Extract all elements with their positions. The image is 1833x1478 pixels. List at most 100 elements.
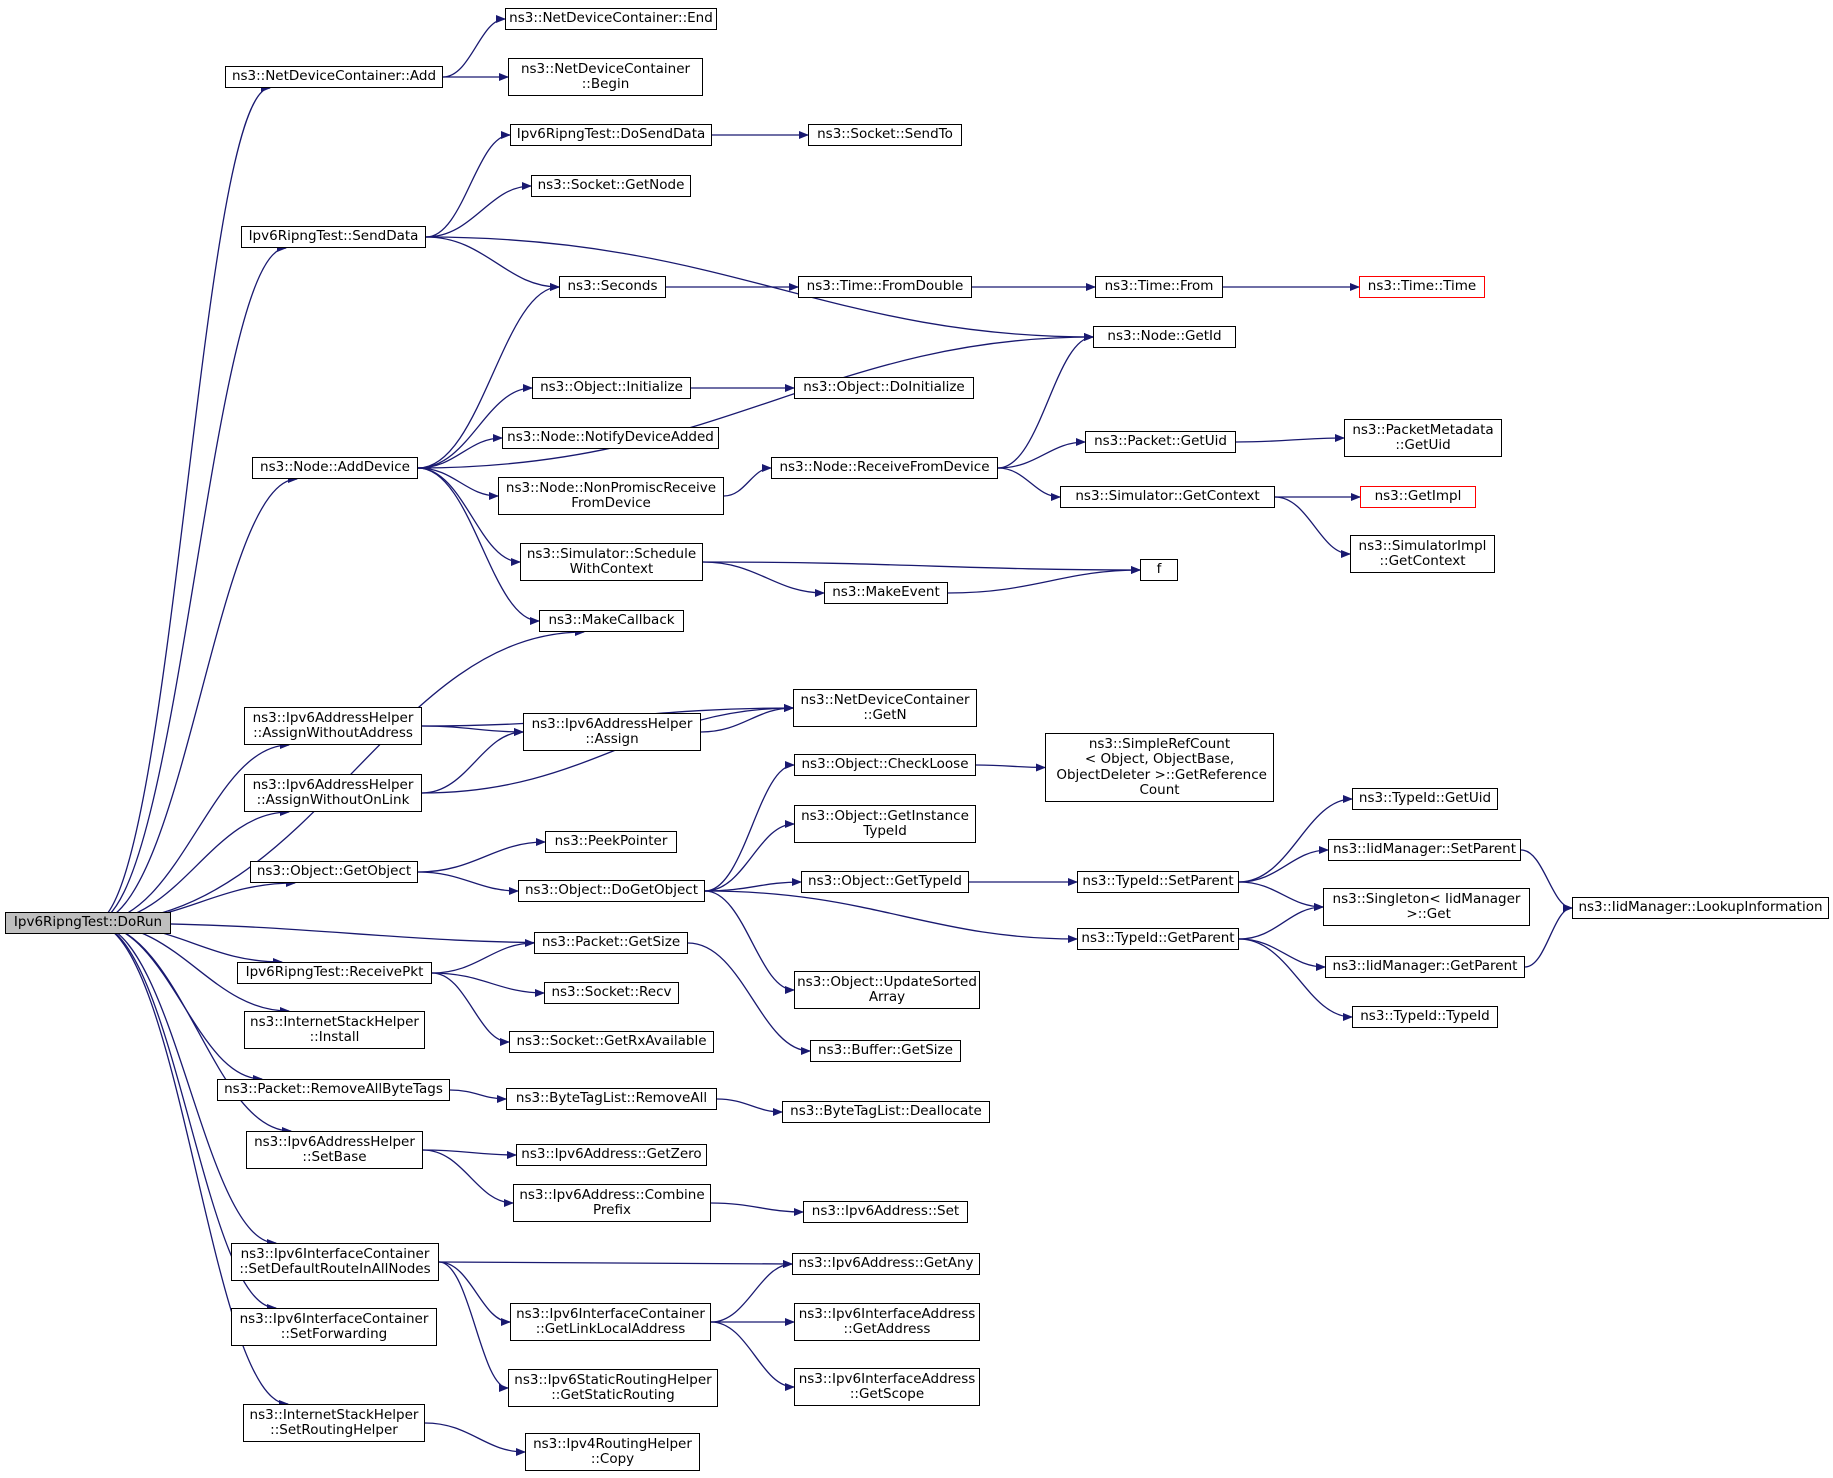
node-remove-all-byte-tags[interactable]: ns3::Packet::RemoveAllByteTags	[217, 1079, 450, 1101]
node-ndc-end[interactable]: ns3::NetDeviceContainer::End	[505, 8, 717, 30]
edge-set-default-route-to-get-link-local	[438, 1261, 511, 1326]
edge-iid-get-parent-to-lookup-information	[1524, 904, 1573, 968]
edge-non-promisc-to-receive-from-device	[723, 464, 772, 497]
node-schedule-with-context[interactable]: ns3::Simulator::Schedule WithContext	[520, 543, 703, 581]
node-socket-get-node[interactable]: ns3::Socket::GetNode	[531, 175, 691, 197]
edge-do-run-to-packet-get-size	[92, 922, 580, 947]
node-type-id-get-parent[interactable]: ns3::TypeId::GetParent	[1077, 928, 1239, 950]
node-obj-do-initialize[interactable]: ns3::Object::DoInitialize	[794, 377, 974, 399]
edge-add-device-to-seconds	[417, 283, 560, 469]
edge-do-get-object-to-type-id-get-parent	[704, 890, 1078, 943]
node-get-instance-type-id[interactable]: ns3::Object::GetInstance TypeId	[794, 805, 976, 843]
node-assign-without-address[interactable]: ns3::Ipv6AddressHelper ::AssignWithoutAd…	[244, 707, 422, 745]
edge-remove-all-byte-tags-to-btl-remove-all	[449, 1089, 507, 1103]
node-type-id-get-uid[interactable]: ns3::TypeId::GetUid	[1352, 788, 1498, 810]
edge-send-data-to-socket-get-node	[425, 182, 532, 238]
edge-make-event-to-f	[947, 566, 1141, 594]
node-from-double[interactable]: ns3::Time::FromDouble	[798, 276, 972, 298]
edge-do-run-to-add-device	[92, 475, 298, 924]
node-seconds[interactable]: ns3::Seconds	[559, 276, 666, 298]
node-pm-get-uid[interactable]: ns3::PacketMetadata ::GetUid	[1344, 419, 1502, 457]
node-receive-from-device[interactable]: ns3::Node::ReceiveFromDevice	[771, 457, 998, 479]
edge-ndc-add-to-ndc-end	[442, 15, 506, 78]
node-packet-get-uid[interactable]: ns3::Packet::GetUid	[1085, 431, 1236, 453]
node-set-routing-helper[interactable]: ns3::InternetStackHelper ::SetRoutingHel…	[243, 1404, 425, 1442]
node-receive-pkt[interactable]: Ipv6RipngTest::ReceivePkt	[237, 962, 432, 984]
node-non-promisc[interactable]: ns3::Node::NonPromiscReceive FromDevice	[498, 477, 724, 515]
node-get-any[interactable]: ns3::Ipv6Address::GetAny	[792, 1253, 980, 1275]
node-iface-get-address[interactable]: ns3::Ipv6InterfaceAddress ::GetAddress	[794, 1303, 980, 1341]
node-btl-remove-all[interactable]: ns3::ByteTagList::RemoveAll	[506, 1088, 717, 1110]
edge-add-device-to-notify-device-added	[417, 434, 503, 469]
node-do-send-data[interactable]: Ipv6RipngTest::DoSendData	[510, 124, 712, 146]
edge-assign-to-ndc-get-n	[700, 704, 794, 733]
edge-send-data-to-do-send-data	[425, 131, 511, 238]
node-get-object[interactable]: ns3::Object::GetObject	[250, 861, 418, 883]
node-ipv4-copy[interactable]: ns3::Ipv4RoutingHelper ::Copy	[525, 1433, 700, 1471]
node-sim-get-context[interactable]: ns3::Simulator::GetContext	[1060, 486, 1275, 508]
edge-do-run-to-send-data	[92, 244, 287, 924]
node-lookup-information[interactable]: ns3::IidManager::LookupInformation	[1572, 897, 1829, 919]
node-make-event[interactable]: ns3::MakeEvent	[824, 582, 948, 604]
node-assign[interactable]: ns3::Ipv6AddressHelper ::Assign	[523, 713, 701, 751]
node-do-get-object[interactable]: ns3::Object::DoGetObject	[518, 880, 705, 902]
node-obj-get-type-id[interactable]: ns3::Object::GetTypeId	[801, 871, 969, 893]
edge-type-id-set-parent-to-iid-set-parent	[1238, 846, 1329, 883]
edge-set-base-to-combine-prefix	[422, 1149, 514, 1207]
node-simple-ref-count[interactable]: ns3::SimpleRefCount < Object, ObjectBase…	[1045, 733, 1274, 802]
node-get-zero[interactable]: ns3::Ipv6Address::GetZero	[516, 1144, 707, 1166]
node-time-from[interactable]: ns3::Time::From	[1095, 276, 1223, 298]
node-assign-without-on-link[interactable]: ns3::Ipv6AddressHelper ::AssignWithoutOn…	[244, 774, 422, 812]
node-get-link-local[interactable]: ns3::Ipv6InterfaceContainer ::GetLinkLoc…	[510, 1303, 711, 1341]
edge-type-id-set-parent-to-singleton-get	[1238, 881, 1324, 911]
node-notify-device-added[interactable]: ns3::Node::NotifyDeviceAdded	[502, 427, 719, 449]
edge-btl-remove-all-to-btl-deallocate	[716, 1098, 783, 1116]
node-socket-recv[interactable]: ns3::Socket::Recv	[544, 982, 679, 1004]
node-set-default-route[interactable]: ns3::Ipv6InterfaceContainer ::SetDefault…	[231, 1243, 439, 1281]
node-ndc-begin[interactable]: ns3::NetDeviceContainer ::Begin	[508, 58, 703, 96]
node-ipv6-addr-set[interactable]: ns3::Ipv6Address::Set	[803, 1201, 968, 1223]
edge-get-object-to-peek-pointer	[417, 838, 546, 873]
node-packet-get-size[interactable]: ns3::Packet::GetSize	[534, 932, 688, 954]
node-get-impl[interactable]: ns3::GetImpl	[1360, 486, 1476, 508]
edge-check-loose-to-simple-ref-count	[975, 763, 1046, 772]
node-obj-initialize[interactable]: ns3::Object::Initialize	[532, 377, 691, 399]
node-buffer-get-size[interactable]: ns3::Buffer::GetSize	[810, 1040, 961, 1062]
node-singleton-get[interactable]: ns3::Singleton< IidManager >::Get	[1323, 888, 1530, 926]
node-check-loose[interactable]: ns3::Object::CheckLoose	[794, 754, 976, 776]
node-ndc-add[interactable]: ns3::NetDeviceContainer::Add	[225, 66, 443, 88]
node-btl-deallocate[interactable]: ns3::ByteTagList::Deallocate	[782, 1101, 990, 1123]
node-get-rx-available[interactable]: ns3::Socket::GetRxAvailable	[509, 1031, 714, 1053]
edge-add-device-to-make-callback	[417, 467, 540, 625]
edge-add-device-to-non-promisc	[417, 467, 499, 500]
edge-receive-pkt-to-packet-get-size	[431, 939, 535, 974]
node-get-static-routing[interactable]: ns3::Ipv6StaticRoutingHelper ::GetStatic…	[508, 1369, 718, 1407]
node-iid-set-parent[interactable]: ns3::IidManager::SetParent	[1328, 839, 1521, 861]
node-make-callback[interactable]: ns3::MakeCallback	[539, 610, 684, 632]
node-update-sorted-array[interactable]: ns3::Object::UpdateSorted Array	[794, 971, 980, 1009]
node-set-base[interactable]: ns3::Ipv6AddressHelper ::SetBase	[246, 1131, 423, 1169]
edge-type-id-set-parent-to-type-id-get-uid	[1238, 795, 1353, 883]
node-add-device[interactable]: ns3::Node::AddDevice	[252, 457, 418, 479]
node-do-run[interactable]: Ipv6RipngTest::DoRun	[5, 912, 171, 934]
node-ndc-get-n[interactable]: ns3::NetDeviceContainer ::GetN	[793, 689, 977, 727]
node-send-data[interactable]: Ipv6RipngTest::SendData	[241, 226, 426, 248]
edge-combine-prefix-to-ipv6-addr-set	[710, 1202, 804, 1216]
node-sim-impl-get-context[interactable]: ns3::SimulatorImpl ::GetContext	[1350, 535, 1495, 573]
edge-do-run-to-set-routing-helper	[92, 922, 289, 1408]
node-combine-prefix[interactable]: ns3::Ipv6Address::Combine Prefix	[513, 1184, 711, 1222]
node-send-to[interactable]: ns3::Socket::SendTo	[808, 124, 962, 146]
node-f[interactable]: f	[1140, 559, 1178, 581]
node-type-id-type-id[interactable]: ns3::TypeId::TypeId	[1352, 1006, 1498, 1028]
node-node-get-id[interactable]: ns3::Node::GetId	[1093, 326, 1236, 348]
edge-schedule-with-context-to-f	[702, 561, 1141, 574]
node-iid-get-parent[interactable]: ns3::IidManager::GetParent	[1325, 956, 1525, 978]
node-type-id-set-parent[interactable]: ns3::TypeId::SetParent	[1077, 871, 1239, 893]
edge-set-default-route-to-get-static-routing	[438, 1261, 509, 1392]
node-set-forwarding[interactable]: ns3::Ipv6InterfaceContainer ::SetForward…	[231, 1308, 437, 1346]
node-ish-install[interactable]: ns3::InternetStackHelper ::Install	[244, 1011, 425, 1049]
node-iface-get-scope[interactable]: ns3::Ipv6InterfaceAddress ::GetScope	[794, 1368, 980, 1406]
node-peek-pointer[interactable]: ns3::PeekPointer	[545, 831, 677, 853]
node-time-time[interactable]: ns3::Time::Time	[1359, 276, 1485, 298]
